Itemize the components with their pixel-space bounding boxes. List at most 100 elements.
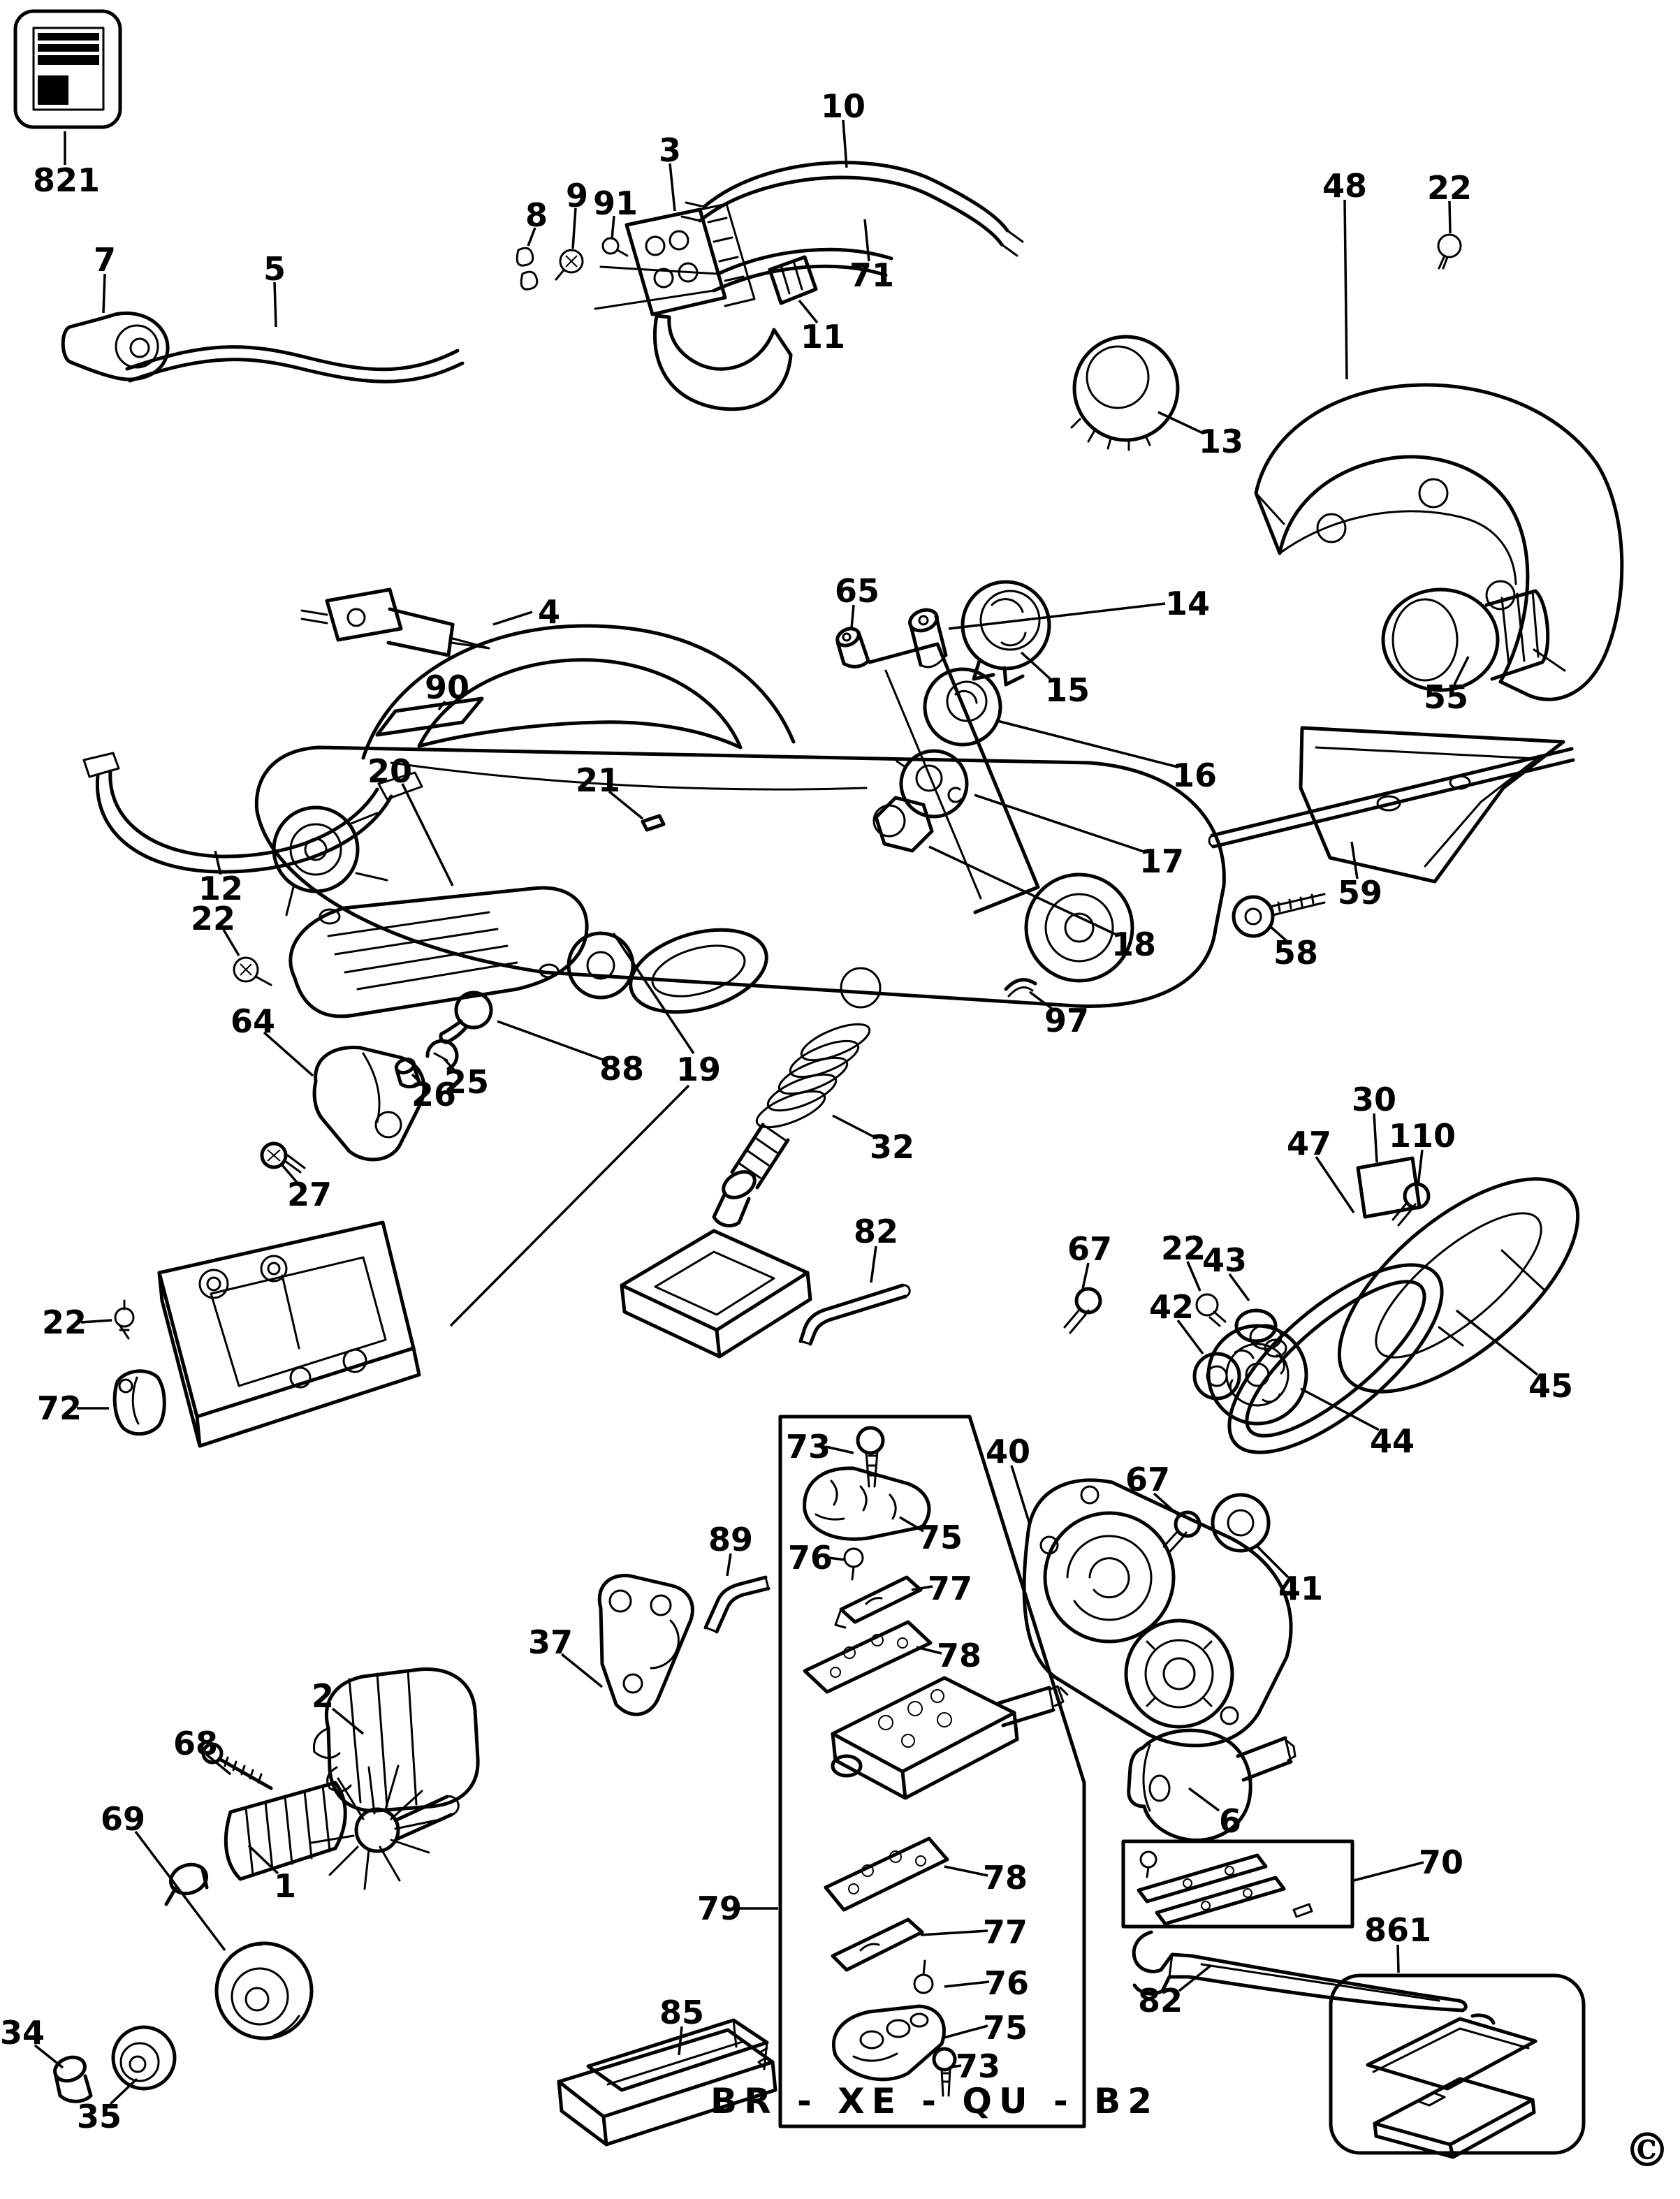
screw-22-grille bbox=[233, 956, 272, 986]
leader-line bbox=[1188, 1787, 1220, 1812]
leader-line bbox=[1020, 651, 1055, 683]
callout-34: 34 bbox=[0, 2014, 64, 2069]
leader-line bbox=[608, 790, 644, 820]
leader-line bbox=[449, 1084, 690, 1327]
screw-27 bbox=[260, 1141, 306, 1174]
part-number-label: 79 bbox=[697, 1890, 742, 1927]
callout-45: 45 bbox=[1455, 1309, 1573, 1405]
leader-line bbox=[1343, 199, 1348, 380]
callout-44: 44 bbox=[1300, 1387, 1415, 1460]
part-number-label: 22 bbox=[1427, 169, 1472, 207]
part-number-label: 77 bbox=[983, 1913, 1028, 1951]
part-number-label: 12 bbox=[198, 870, 243, 907]
power-cord bbox=[125, 345, 465, 383]
callout-70: 70 bbox=[1353, 1843, 1463, 1882]
callout-861: 861 bbox=[1364, 1911, 1431, 1973]
leader-line bbox=[1269, 925, 1289, 943]
part-number-label: 48 bbox=[1322, 167, 1367, 205]
leader-line bbox=[612, 933, 695, 1054]
cutter-drum bbox=[1127, 1728, 1296, 1842]
callout-79: 79 bbox=[697, 1890, 778, 1927]
part-number-label: 71 bbox=[849, 256, 894, 294]
switch-lever bbox=[300, 587, 490, 657]
leader-line bbox=[273, 282, 277, 328]
cutter-block bbox=[831, 1676, 1069, 1800]
part-number-label: 110 bbox=[1389, 1117, 1456, 1155]
part-number-label: 22 bbox=[1161, 1229, 1206, 1267]
handle-housing bbox=[1254, 383, 1624, 701]
leader-line bbox=[842, 119, 848, 168]
part-number-label: 5 bbox=[263, 250, 286, 288]
callout-97: 97 bbox=[1028, 991, 1089, 1039]
part-number-label: 78 bbox=[937, 1637, 981, 1674]
callout-89: 89 bbox=[708, 1521, 753, 1577]
part-number-label: 30 bbox=[1352, 1081, 1396, 1118]
screw-91 bbox=[601, 237, 629, 257]
callout-67-b: 67 bbox=[1125, 1461, 1182, 1519]
part-number-label: 89 bbox=[708, 1521, 753, 1558]
part-number-label: 861 bbox=[1364, 1911, 1431, 1949]
callout-22-d: 22 bbox=[1161, 1229, 1206, 1292]
hex-key-89 bbox=[703, 1575, 770, 1634]
part-number-label: 26 bbox=[411, 1076, 456, 1113]
leader-line bbox=[1176, 1319, 1204, 1355]
callout-67-a: 67 bbox=[1067, 1230, 1112, 1290]
leader-line bbox=[1448, 200, 1452, 234]
callout-32: 32 bbox=[832, 1114, 914, 1166]
part-number-label: 67 bbox=[1125, 1461, 1170, 1498]
part-number-label: 82 bbox=[854, 1213, 898, 1250]
part-number-label: 19 bbox=[676, 1051, 721, 1088]
leader-line bbox=[109, 2077, 138, 2105]
front-knob bbox=[61, 312, 170, 381]
bearing-plate bbox=[597, 1574, 694, 1716]
screw-76-upper bbox=[843, 1547, 864, 1581]
idler-roller-41 bbox=[1211, 1493, 1271, 1553]
part-number-label: 16 bbox=[1172, 757, 1217, 794]
part-number-label: 13 bbox=[1199, 423, 1243, 460]
callout-85: 85 bbox=[659, 1994, 704, 2056]
leader-line bbox=[527, 227, 536, 247]
part-number-label: 69 bbox=[101, 1800, 145, 1838]
stepped-bushing-43 bbox=[1234, 1308, 1287, 1358]
part-number-label: 35 bbox=[77, 2098, 122, 2135]
leader-line bbox=[899, 1516, 924, 1533]
callout-19: 19 bbox=[449, 933, 721, 1327]
ball-bearing bbox=[111, 2025, 177, 2091]
leader-line bbox=[1417, 1149, 1424, 1187]
callout-73-a: 73 bbox=[786, 1428, 854, 1466]
part-number-label: 1 bbox=[274, 1867, 296, 1905]
callout-41: 41 bbox=[1255, 1544, 1323, 1607]
screw-22-left bbox=[114, 1299, 135, 1340]
part-number-label: 4 bbox=[538, 593, 560, 631]
callout-82-a: 82 bbox=[854, 1213, 898, 1283]
part-number-label: 18 bbox=[1111, 926, 1156, 963]
bushing-34 bbox=[53, 2055, 93, 2103]
callout-64: 64 bbox=[231, 1002, 314, 1077]
armature bbox=[164, 1765, 460, 1906]
callout-27: 27 bbox=[281, 1164, 332, 1213]
blade-clamp-upper bbox=[834, 1575, 923, 1629]
shoe-shaft bbox=[712, 1123, 790, 1228]
part-number-label: 20 bbox=[367, 752, 412, 790]
leader-line bbox=[611, 215, 615, 240]
callout-13: 13 bbox=[1157, 411, 1243, 460]
part-number-label: 21 bbox=[576, 761, 620, 799]
leader-line bbox=[1186, 1261, 1201, 1292]
leader-line bbox=[798, 299, 819, 324]
screw-73-lower bbox=[932, 2047, 957, 2097]
callout-26: 26 bbox=[411, 1073, 456, 1113]
part-number-label: 91 bbox=[593, 184, 638, 222]
callout-821: 821 bbox=[33, 131, 100, 199]
leader-line bbox=[560, 1653, 604, 1688]
part-number-label: 821 bbox=[33, 161, 100, 199]
callout-21: 21 bbox=[576, 761, 644, 820]
callout-77-a: 77 bbox=[911, 1570, 972, 1607]
callout-5: 5 bbox=[263, 250, 286, 328]
callout-69: 69 bbox=[101, 1800, 226, 1952]
copyright-mark: © bbox=[1624, 2123, 1670, 2177]
part-number-label: 32 bbox=[870, 1128, 914, 1166]
leader-line bbox=[1028, 991, 1056, 1012]
callout-1: 1 bbox=[247, 1844, 296, 1905]
callout-77-b: 77 bbox=[920, 1913, 1028, 1951]
leader-line bbox=[832, 1114, 878, 1140]
